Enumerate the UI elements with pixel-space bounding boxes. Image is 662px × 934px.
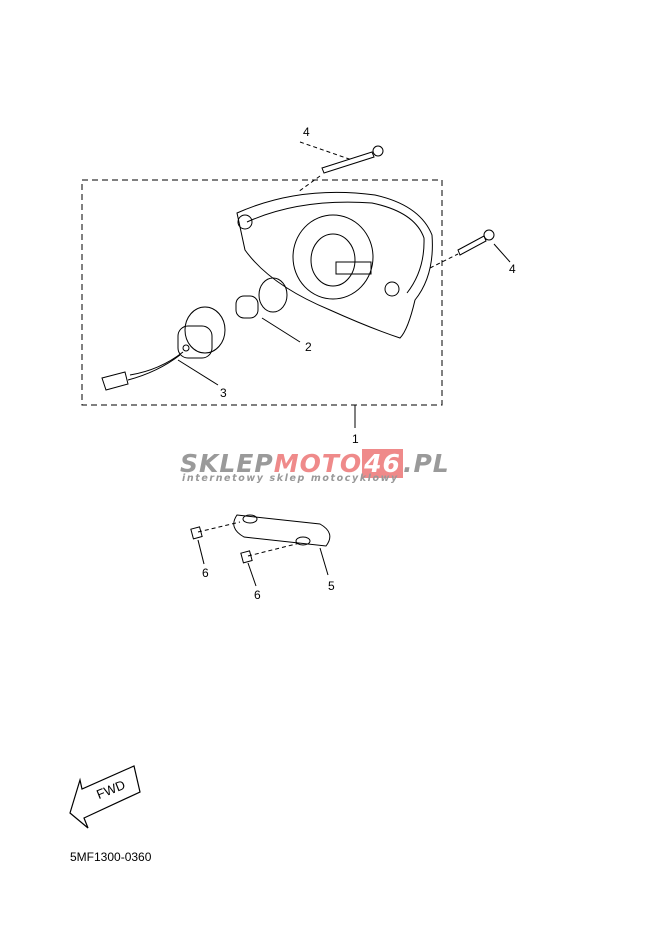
nuts — [190, 526, 257, 587]
callout-4-top: 4 — [303, 125, 310, 139]
callout-6-left: 6 — [202, 566, 209, 580]
callout-6-right: 6 — [254, 588, 261, 602]
fwd-arrow-icon — [69, 765, 141, 829]
callout-3: 3 — [220, 386, 227, 400]
watermark-subtitle: internetowy sklep motocyklowy — [182, 473, 399, 484]
callout-1: 1 — [352, 432, 359, 446]
callout-4-right: 4 — [509, 262, 516, 276]
screw-right — [429, 229, 511, 269]
callout-2: 2 — [305, 340, 312, 354]
diagram-code: 5MF1300-0360 — [70, 850, 152, 864]
watermark-logo: SKLEPMOTO46.PL — [180, 449, 450, 478]
bulb — [235, 277, 301, 343]
taillight-housing — [236, 191, 433, 339]
socket-wiring — [101, 306, 226, 391]
reflector-plate — [197, 514, 331, 576]
screw-top — [297, 141, 384, 193]
callout-5: 5 — [328, 579, 335, 593]
assembly-dashed-box — [81, 179, 443, 406]
